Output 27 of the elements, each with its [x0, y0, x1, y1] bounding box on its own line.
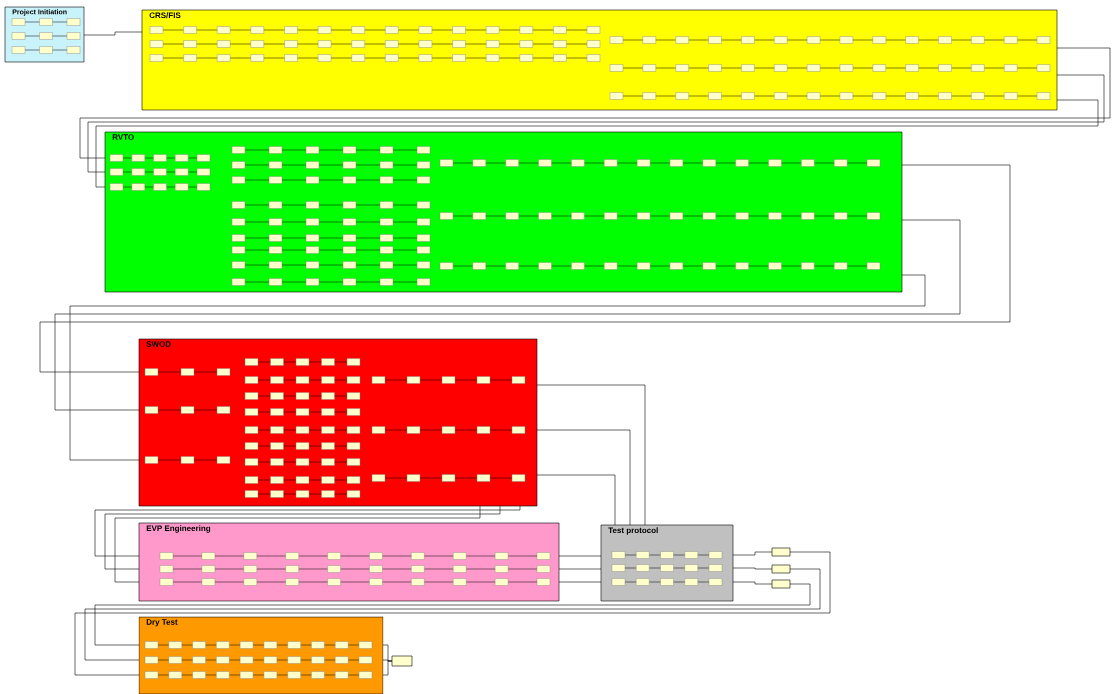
connector	[54, 219, 961, 411]
connector	[536, 384, 646, 526]
process-box	[771, 579, 791, 589]
connector	[732, 581, 773, 585]
connector	[732, 567, 773, 570]
connector	[104, 505, 501, 570]
connector	[114, 505, 481, 583]
connector	[558, 581, 602, 583]
connector	[79, 47, 1111, 159]
connector	[382, 660, 393, 676]
connector	[536, 429, 631, 526]
connector	[69, 274, 926, 461]
connector	[87, 74, 1105, 173]
process-box	[771, 564, 791, 574]
connector	[39, 164, 1011, 373]
connector	[84, 568, 821, 661]
connector	[732, 551, 773, 556]
connector	[95, 99, 1099, 188]
process-box	[771, 547, 791, 557]
connector	[94, 505, 521, 557]
connector	[536, 474, 616, 526]
connector	[83, 31, 143, 36]
connector	[558, 568, 602, 570]
process-box	[391, 655, 413, 667]
connector	[94, 583, 811, 646]
connector	[558, 555, 602, 557]
connector	[74, 551, 831, 676]
